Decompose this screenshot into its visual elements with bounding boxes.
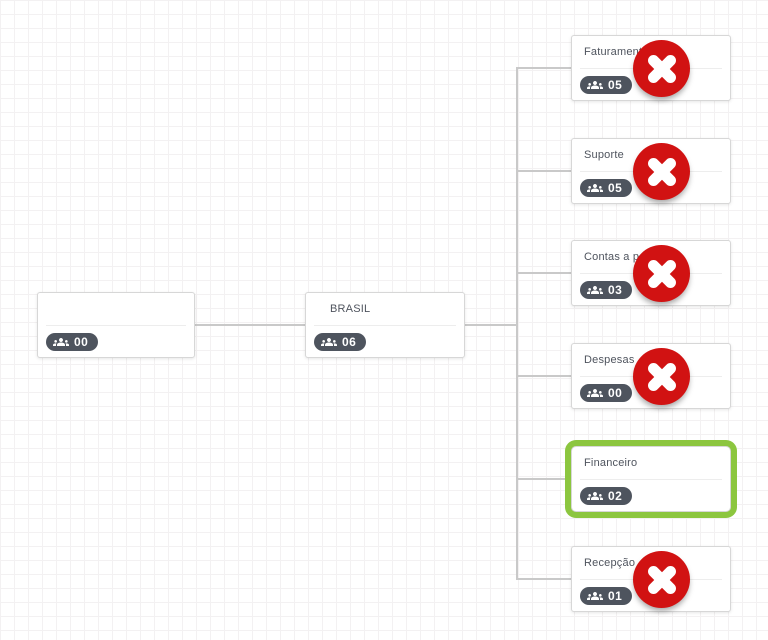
node-label: Faturamento xyxy=(584,46,649,58)
member-count-badge: 01 xyxy=(580,587,633,605)
connector-branch-recepcao xyxy=(517,578,571,580)
member-count: 05 xyxy=(608,181,623,195)
member-count: 03 xyxy=(608,283,623,297)
member-count: 00 xyxy=(74,335,89,349)
users-icon xyxy=(587,592,603,600)
connector-branch-despesas xyxy=(517,375,571,377)
node-label: Suporte xyxy=(584,149,624,161)
node-divider xyxy=(314,325,456,326)
org-node-root[interactable]: 00 xyxy=(37,292,195,358)
users-icon xyxy=(587,389,603,397)
org-node-faturamento[interactable]: Faturamento 05 xyxy=(571,35,731,101)
connector-root-brasil xyxy=(195,324,305,326)
connector-brasil-trunk xyxy=(464,324,517,326)
member-count: 06 xyxy=(342,335,357,349)
org-node-contas-a-pagar[interactable]: Contas a pagar 03 xyxy=(571,240,731,306)
remove-node-button[interactable] xyxy=(633,143,690,200)
node-divider xyxy=(46,325,186,326)
remove-node-button[interactable] xyxy=(633,551,690,608)
node-label: Financeiro xyxy=(584,457,638,469)
member-count-badge: 05 xyxy=(580,179,633,197)
users-icon xyxy=(53,338,69,346)
connector-branch-faturamento xyxy=(517,67,571,69)
connector-branch-suporte xyxy=(517,170,571,172)
node-label: Despesas xyxy=(584,354,635,366)
remove-node-button[interactable] xyxy=(633,245,690,302)
member-count-badge: 00 xyxy=(580,384,633,402)
member-count: 02 xyxy=(608,489,623,503)
connector-branch-contas-a-pagar xyxy=(517,272,571,274)
users-icon xyxy=(587,286,603,294)
org-node-suporte[interactable]: Suporte 05 xyxy=(571,138,731,204)
member-count: 05 xyxy=(608,78,623,92)
connector-trunk xyxy=(516,67,518,580)
member-count-badge: 02 xyxy=(580,487,633,505)
node-label: Recepção xyxy=(584,557,636,569)
connector-branch-financeiro xyxy=(517,478,571,480)
remove-node-button[interactable] xyxy=(633,348,690,405)
member-count: 00 xyxy=(608,386,623,400)
member-count-badge: 05 xyxy=(580,76,633,94)
remove-node-button[interactable] xyxy=(633,40,690,97)
users-icon xyxy=(587,81,603,89)
member-count-badge: 00 xyxy=(46,333,99,351)
member-count: 01 xyxy=(608,589,623,603)
org-node-recepcao[interactable]: Recepção 01 xyxy=(571,546,731,612)
org-node-despesas[interactable]: Despesas 00 xyxy=(571,343,731,409)
users-icon xyxy=(587,492,603,500)
users-icon xyxy=(587,184,603,192)
org-node-brasil[interactable]: BRASIL 06 xyxy=(305,292,465,358)
org-node-financeiro[interactable]: Financeiro 02 xyxy=(571,446,731,512)
users-icon xyxy=(321,338,337,346)
node-divider xyxy=(580,479,722,480)
member-count-badge: 06 xyxy=(314,333,367,351)
member-count-badge: 03 xyxy=(580,281,633,299)
node-label: BRASIL xyxy=(330,303,371,315)
